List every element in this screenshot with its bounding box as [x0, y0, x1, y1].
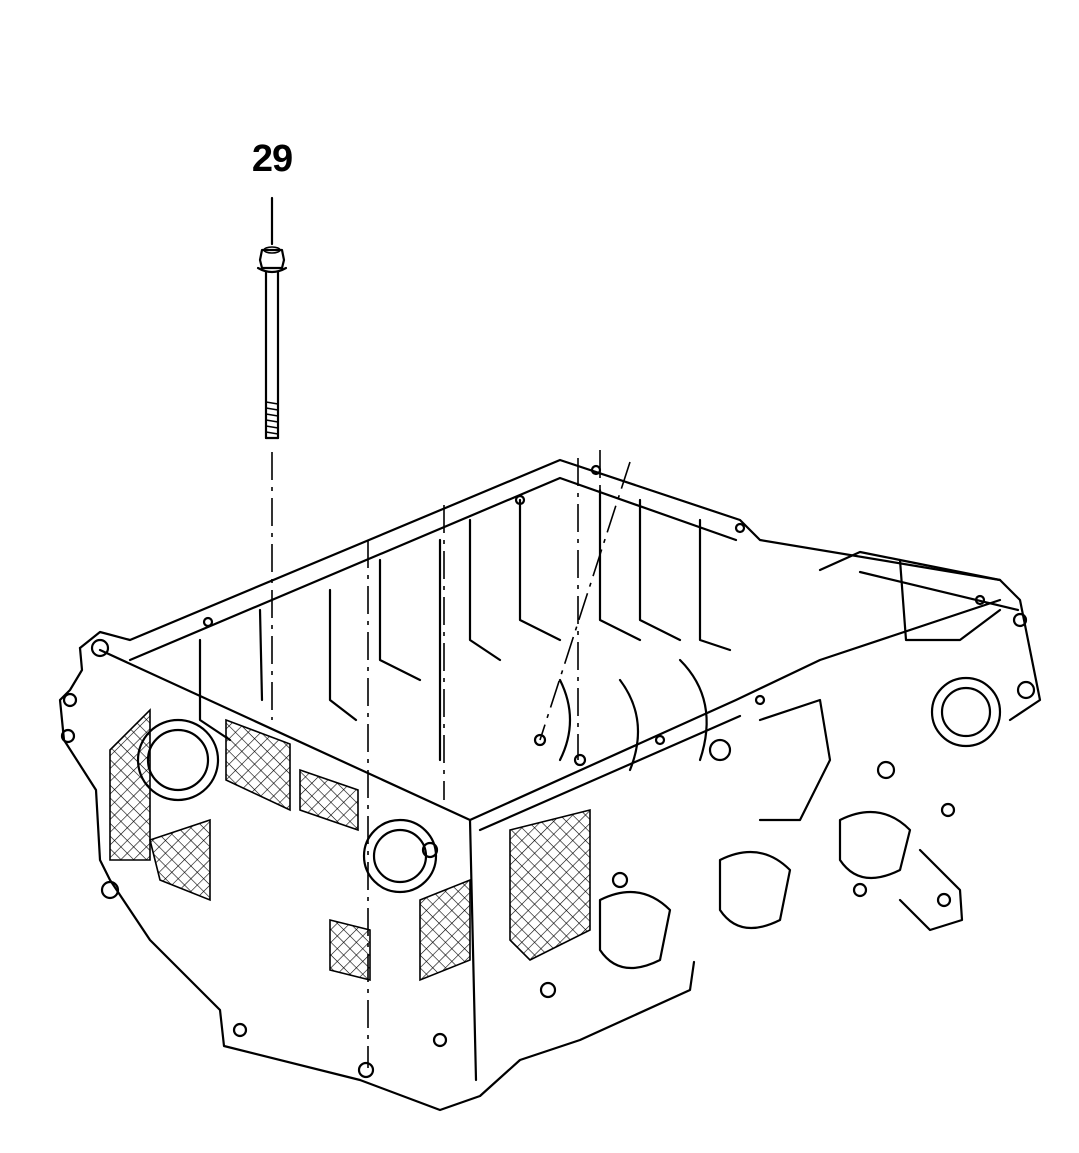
bolt-icon [256, 246, 288, 440]
engine-block-icon [58, 458, 1042, 1112]
bore-centerline-4 [539, 461, 631, 741]
callout-label-29: 29 [251, 138, 293, 180]
